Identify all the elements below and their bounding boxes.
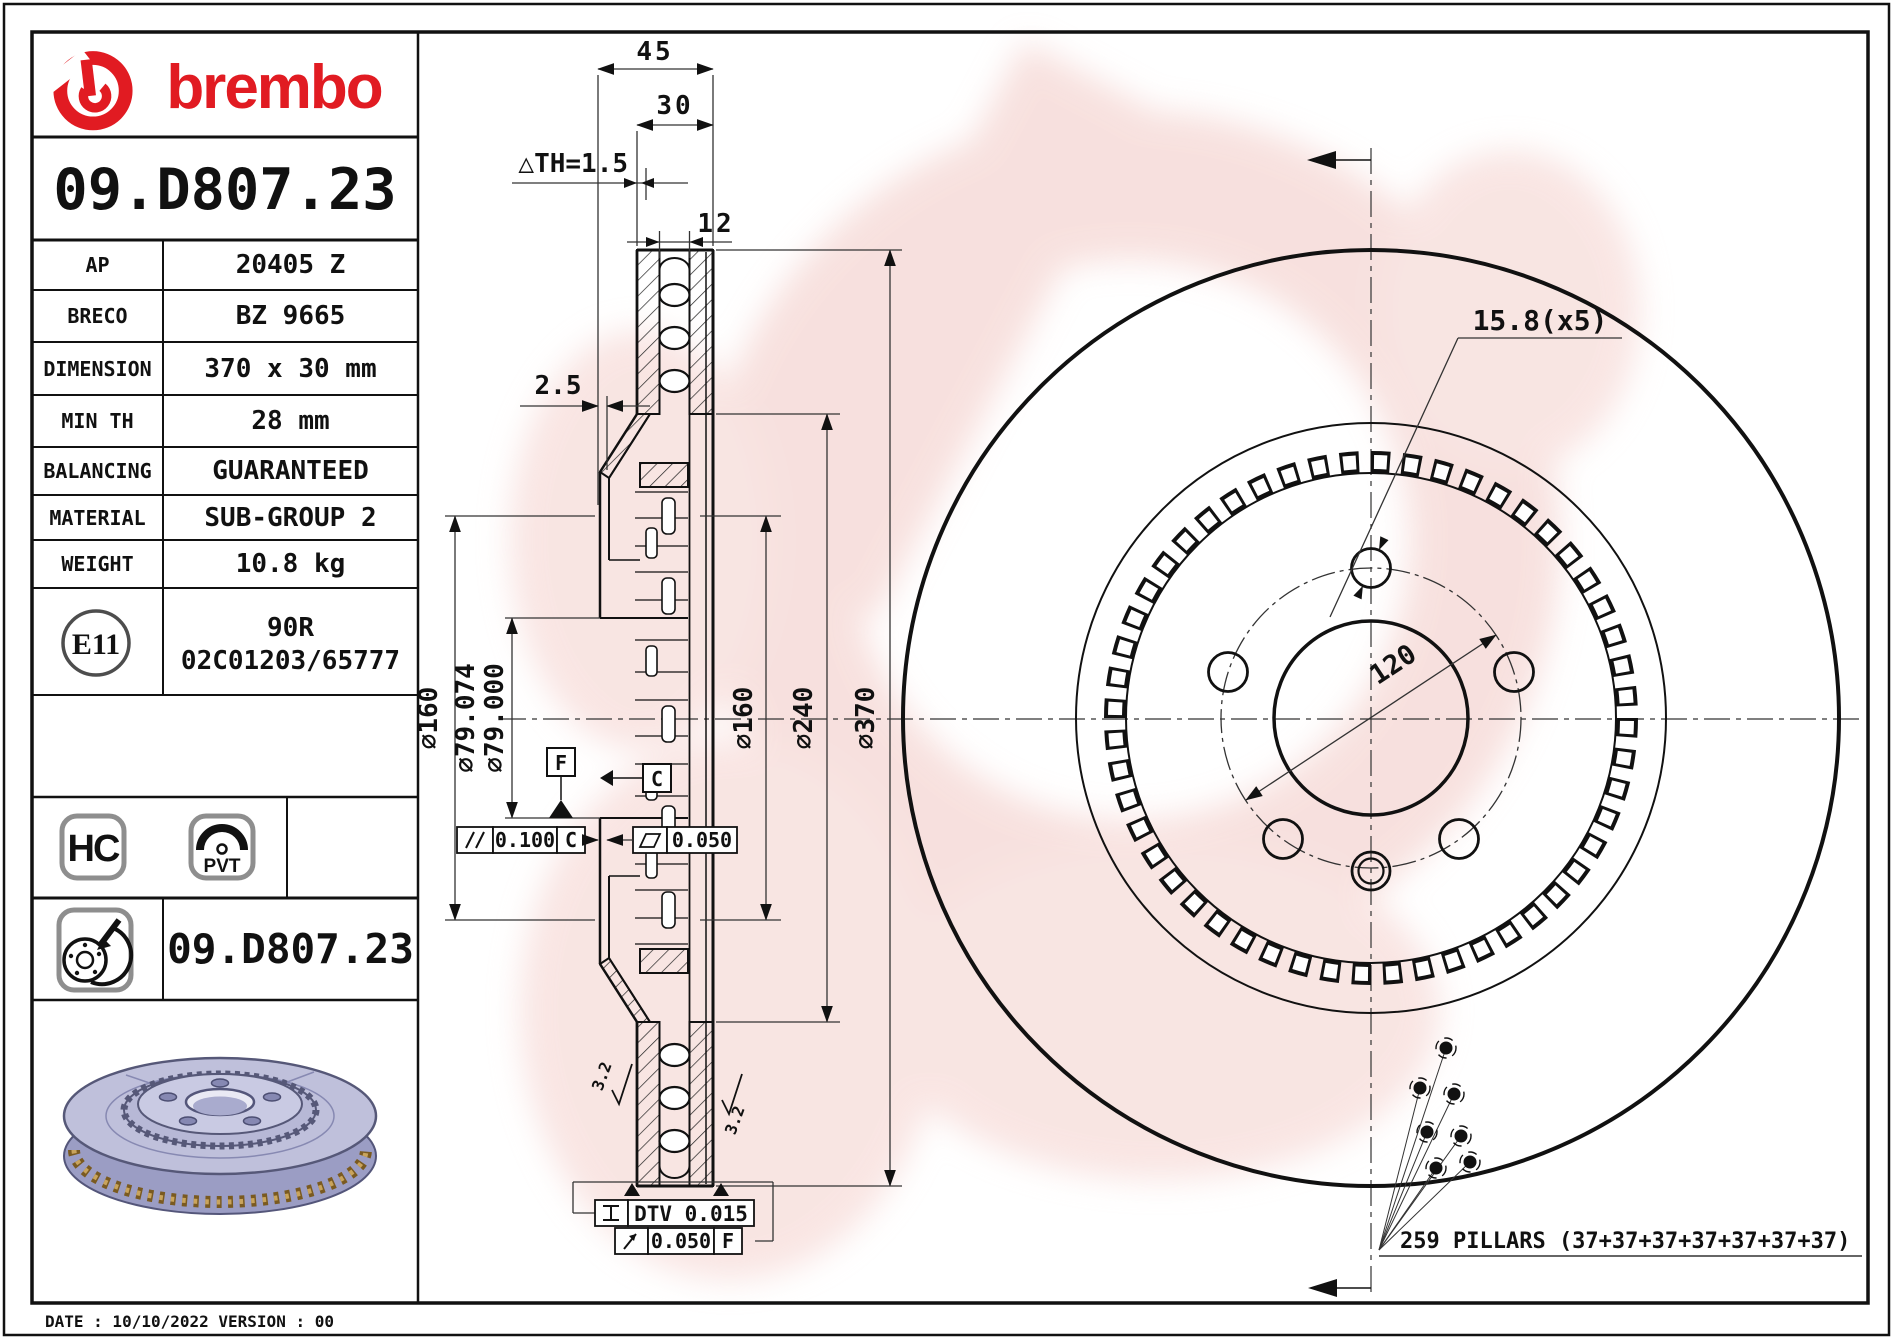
flatness-tolerance-frame: 0.050: [606, 826, 738, 854]
row-label-material: MATERIAL: [49, 505, 146, 530]
row-value-ap: 20405 Z: [235, 250, 346, 280]
spec-table-grid: [32, 135, 418, 1002]
svg-text:C: C: [651, 767, 663, 791]
runout-datum: F: [722, 1229, 734, 1253]
runout-value: 0.050: [651, 1229, 711, 1253]
brembo-watermark: [510, 41, 1640, 1280]
row-value-min-th: 28 mm: [251, 406, 330, 436]
svg-text:259 PILLARS (37+37+37+37+37+37: 259 PILLARS (37+37+37+37+37+37+37): [1400, 1229, 1850, 1254]
row-label-balancing: BALANCING: [43, 459, 152, 483]
e11-approval-line2: 02C01203/65777: [180, 646, 401, 676]
dim-d79-000: ∅79.000: [480, 663, 510, 773]
dim-d240: ∅240: [789, 687, 819, 750]
parallelism-tolerance-frame: 0.100 C: [456, 826, 599, 854]
datum-c: C: [600, 763, 672, 793]
svg-text:15.8(x5): 15.8(x5): [1473, 304, 1608, 337]
svg-text:C: C: [565, 828, 577, 852]
row-label-min-th: MIN TH: [61, 409, 134, 433]
dim-2-5: 2.5: [535, 371, 582, 401]
dim-d370: ∅370: [851, 687, 881, 750]
part-number-main: 09.D807.23: [53, 157, 397, 223]
svg-text:F: F: [555, 751, 567, 775]
section-dimensions: [445, 63, 902, 1187]
section-cut-arrows: [1307, 151, 1371, 1297]
pillars-callout: 259 PILLARS (37+37+37+37+37+37+37): [1378, 1037, 1862, 1257]
brand-wordmark: brembo: [166, 52, 383, 122]
datum-f: F: [546, 747, 576, 818]
part-number-footer: 09.D807.23: [167, 925, 414, 973]
dtv-value: DTV 0.015: [634, 1202, 748, 1226]
dim-12: 12: [697, 209, 734, 239]
hc-badge-icon: HC: [59, 813, 127, 881]
dim-th: △TH=1.5: [518, 149, 628, 179]
pvt-badge-icon: PVT: [188, 813, 256, 881]
hc-badge-text: HC: [68, 828, 120, 870]
dim-d160-left: ∅160: [414, 687, 444, 750]
locating-pin-hole: [1350, 850, 1392, 892]
e11-approval-line1: 90R: [267, 613, 314, 643]
cross-section-view: 45 30 △TH=1.5 12 2.5 ∅160 ∅79.074 ∅79.00…: [414, 37, 902, 1255]
disc-pictogram-icon: [56, 907, 134, 993]
row-value-breco: BZ 9665: [235, 301, 346, 331]
bolt-hole-dimension: 15.8(x5): [1329, 304, 1622, 618]
dim-d160-right: ∅160: [729, 687, 759, 750]
row-value-material: SUB-GROUP 2: [204, 502, 377, 533]
date-version-bar: DATE : 10/10/2022 VERSION : 00: [45, 1311, 334, 1331]
row-label-ap: AP: [85, 253, 110, 277]
dtv-runout-frames: DTV 0.015 0.050 F: [572, 1181, 774, 1255]
e11-homologation-icon: E11: [61, 609, 131, 677]
row-value-weight: 10.8 kg: [235, 549, 346, 579]
dim-30: 30: [656, 91, 693, 121]
row-label-breco: BRECO: [67, 304, 128, 328]
row-value-dimension: 370 x 30 mm: [204, 353, 377, 384]
row-value-balancing: GUARANTEED: [212, 456, 369, 486]
e11-badge-text: E11: [72, 628, 120, 661]
row-label-weight: WEIGHT: [61, 552, 134, 576]
dim-45: 45: [636, 37, 673, 67]
pvt-badge-text: PVT: [204, 856, 241, 877]
svg-text:0.100: 0.100: [495, 828, 555, 852]
row-label-dimension: DIMENSION: [43, 356, 152, 381]
dim-d79-074: ∅79.074: [451, 663, 481, 773]
brembo-logo-icon: [50, 49, 133, 131]
svg-text:0.050: 0.050: [672, 828, 732, 852]
disc-3d-render: [62, 1056, 378, 1215]
